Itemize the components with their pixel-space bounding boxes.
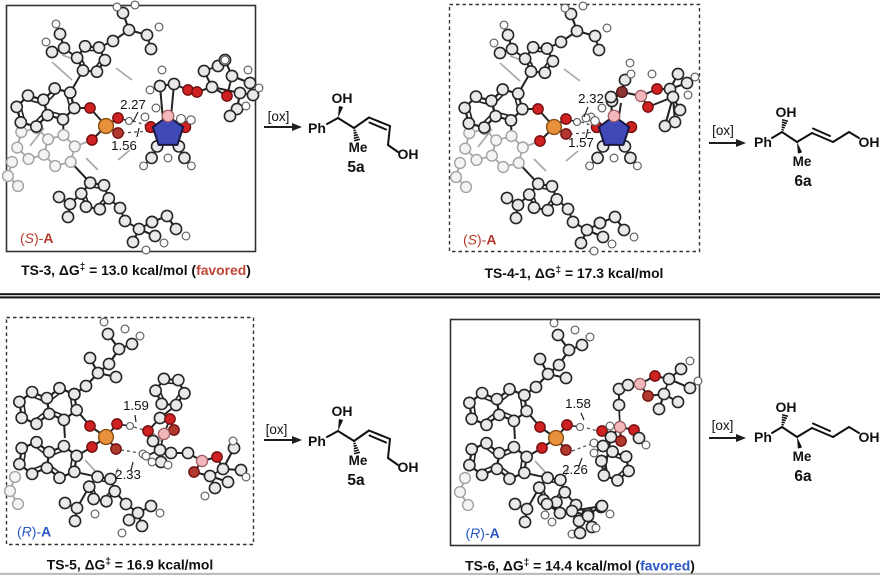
svg-text:1.59: 1.59 — [123, 398, 149, 413]
svg-text:Me: Me — [793, 154, 812, 169]
svg-text:TS-3, ΔG‡ = 13.0 kcal/mol (fav: TS-3, ΔG‡ = 13.0 kcal/mol (favored) — [21, 262, 251, 278]
svg-text:TS-4-1, ΔG‡ = 17.3 kcal/mol: TS-4-1, ΔG‡ = 17.3 kcal/mol — [485, 265, 664, 281]
svg-text:1.58: 1.58 — [565, 396, 591, 411]
svg-text:Ph: Ph — [308, 433, 326, 449]
svg-text:(R)-A: (R)-A — [17, 524, 51, 540]
svg-text:[ox]: [ox] — [712, 418, 734, 433]
svg-text:(S)-A: (S)-A — [463, 232, 496, 248]
svg-text:Ph: Ph — [754, 134, 772, 150]
svg-text:2.32: 2.32 — [578, 91, 604, 106]
svg-text:OH: OH — [398, 146, 419, 162]
svg-text:2.33: 2.33 — [115, 467, 141, 482]
svg-text:[ox]: [ox] — [266, 422, 288, 437]
svg-text:Me: Me — [349, 453, 368, 468]
svg-text:Me: Me — [349, 140, 368, 155]
svg-text:5a: 5a — [347, 159, 365, 176]
svg-text:1.57: 1.57 — [568, 135, 594, 150]
svg-text:5a: 5a — [347, 472, 365, 489]
svg-text:OH: OH — [398, 459, 419, 475]
svg-text:Ph: Ph — [754, 429, 772, 445]
svg-text:Me: Me — [793, 449, 812, 464]
svg-text:OH: OH — [859, 429, 880, 445]
svg-text:1.56: 1.56 — [111, 138, 137, 153]
svg-text:(R)-A: (R)-A — [466, 525, 500, 541]
svg-text:TS-5, ΔG‡ = 16.9 kcal/mol: TS-5, ΔG‡ = 16.9 kcal/mol — [47, 557, 214, 573]
svg-text:2.27: 2.27 — [120, 97, 146, 112]
svg-text:2.26: 2.26 — [562, 462, 588, 477]
svg-text:Ph: Ph — [308, 120, 326, 136]
svg-text:TS-6, ΔG‡ = 14.4 kcal/mol (fav: TS-6, ΔG‡ = 14.4 kcal/mol (favored) — [465, 558, 695, 574]
svg-text:[ox]: [ox] — [712, 123, 734, 138]
svg-text:OH: OH — [332, 90, 353, 106]
svg-text:OH: OH — [776, 399, 797, 415]
svg-text:OH: OH — [332, 403, 353, 419]
svg-text:OH: OH — [776, 104, 797, 120]
svg-text:6a: 6a — [794, 173, 812, 190]
svg-text:[ox]: [ox] — [268, 109, 290, 124]
svg-text:OH: OH — [859, 134, 880, 150]
svg-text:(S)-A: (S)-A — [20, 230, 53, 246]
svg-text:6a: 6a — [794, 468, 812, 485]
